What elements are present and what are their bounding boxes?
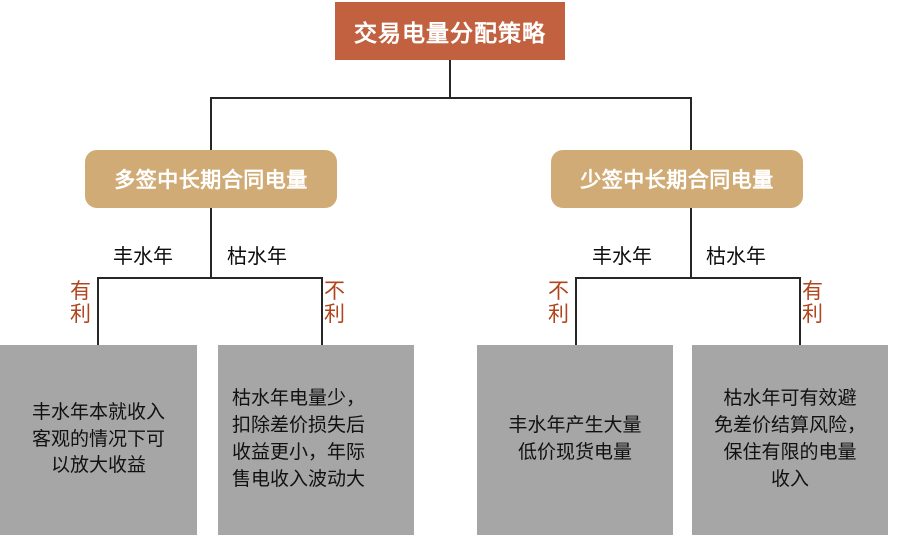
outcome-box-left-flood: 丰水年本就收入 客观的情况下可 以放大收益 (0, 345, 197, 535)
connector-root-to-branch-right (690, 97, 692, 150)
connector-branch-right-to-leaf-4 (799, 277, 801, 345)
outcome-text: 枯水年电量少， 扣除差价损失后 收益更小，年际 售电收入波动大 (232, 388, 366, 490)
connector-root-stem (449, 60, 451, 98)
connector-branch-right-stem (690, 208, 692, 278)
connector-branch-right-crossbar (575, 277, 801, 279)
connector-root-crossbar (210, 97, 691, 99)
connector-branch-left-to-leaf-1 (97, 277, 99, 345)
connector-branch-right-to-leaf-3 (575, 277, 577, 345)
verdict-label-right-flood: 不利 (548, 280, 569, 326)
connector-root-to-branch-left (210, 97, 212, 150)
branch-node-label: 少签中长期合同电量 (580, 169, 774, 192)
branch-node-label: 多签中长期合同电量 (114, 169, 308, 192)
branch-node-more-contract: 多签中长期合同电量 (85, 150, 337, 208)
outcome-text: 丰水年产生大量 低价现货电量 (508, 415, 642, 463)
year-label-right-dry: 枯水年 (706, 246, 766, 268)
year-label-left-flood: 丰水年 (113, 246, 173, 268)
outcome-text: 枯水年可有效避 免差价结算风险， 保住有限的电量 收入 (713, 388, 866, 490)
root-node-label: 交易电量分配策略 (354, 20, 546, 46)
connector-branch-left-to-leaf-2 (321, 277, 323, 345)
connector-branch-left-crossbar (97, 277, 323, 279)
outcome-box-right-flood: 丰水年产生大量 低价现货电量 (477, 345, 673, 535)
outcome-text: 丰水年本就收入 客观的情况下可 以放大收益 (31, 401, 165, 477)
verdict-label-left-dry: 不利 (324, 280, 345, 326)
verdict-label-right-dry: 有利 (802, 280, 823, 326)
outcome-box-right-dry: 枯水年可有效避 免差价结算风险， 保住有限的电量 收入 (692, 345, 888, 535)
year-label-left-dry: 枯水年 (227, 246, 287, 268)
year-label-right-flood: 丰水年 (592, 246, 652, 268)
connector-branch-left-stem (210, 208, 212, 278)
verdict-label-left-flood: 有利 (70, 280, 91, 326)
root-node-trading-strategy: 交易电量分配策略 (335, 2, 565, 60)
outcome-box-left-dry: 枯水年电量少， 扣除差价损失后 收益更小，年际 售电收入波动大 (218, 345, 414, 535)
branch-node-less-contract: 少签中长期合同电量 (551, 150, 803, 208)
